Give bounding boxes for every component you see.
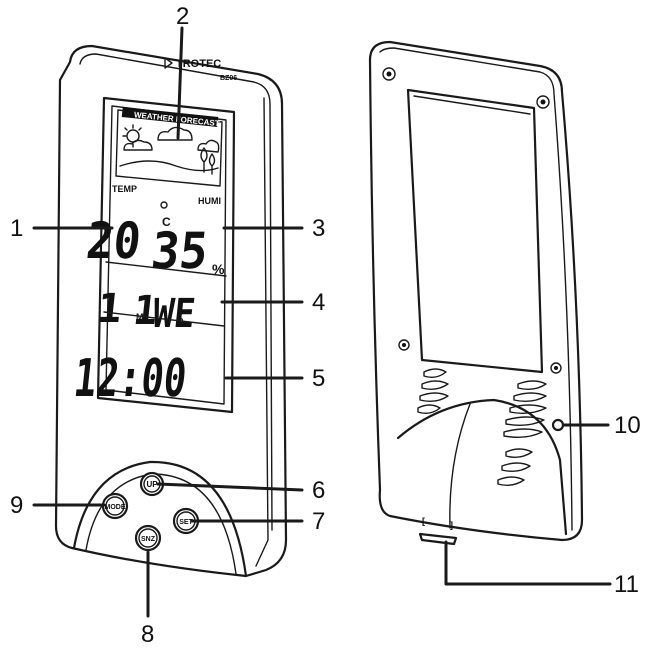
back-view: [ ] [368, 40, 584, 546]
vent-slots-left [417, 368, 449, 415]
lcd-divider-2 [103, 311, 225, 327]
temp-label: TEMP [112, 184, 137, 194]
battery-cover [396, 398, 568, 536]
back-window-inner [413, 95, 531, 115]
time-value: 12:00 [71, 349, 189, 409]
date-row: 1 M 1 D WE [95, 286, 197, 337]
back-window [406, 88, 544, 374]
cloud-icon-middle [157, 126, 193, 141]
callout-number-8: 8 [141, 621, 154, 648]
hills-icon [119, 160, 219, 172]
back-body-edge [379, 47, 573, 531]
cloud-icon-left [123, 139, 153, 151]
lcd-frame [96, 96, 236, 414]
month-value: 1 [95, 286, 124, 332]
callout-number-3: 3 [312, 215, 325, 242]
brand-name: TROTEC [176, 58, 221, 70]
degree-symbol [160, 201, 168, 209]
battery-mark-right: ] [450, 520, 453, 530]
front-body-outline [54, 44, 288, 578]
battery-mark-left: [ [422, 516, 425, 526]
callout-numbers: 2 1 3 4 5 6 7 8 9 10 11 [10, 3, 641, 648]
weather-forecast-panel: WEATHER FORECAST [115, 107, 223, 187]
snz-button[interactable]: SNZ [134, 524, 162, 552]
screw-hole-top-right [536, 95, 550, 109]
callout-line-2 [176, 26, 184, 140]
lcd-divider-1 [105, 261, 227, 277]
back-body-outline [368, 40, 584, 542]
screw-hole-bottom-left [398, 339, 410, 351]
callout-line-11 [444, 540, 612, 586]
callout-number-7: 7 [312, 508, 325, 535]
callout-number-10: 10 [614, 412, 641, 439]
snz-button-label: SNZ [141, 536, 156, 543]
callout-number-5: 5 [312, 365, 325, 392]
front-side-edge [255, 97, 269, 567]
temperature-unit: C [162, 215, 171, 229]
callout-number-11: 11 [614, 571, 639, 598]
temperature-value: 20 [84, 211, 144, 270]
brand-logo: TROTEC BZ06 [164, 57, 237, 82]
screw-hole-bottom-right [550, 362, 562, 374]
cloud-icon-right [197, 139, 220, 153]
screw-hole-top-left [382, 67, 396, 81]
weather-label: WEATHER [134, 110, 175, 123]
humi-label: HUMI [198, 196, 221, 206]
sensor-opening [551, 418, 565, 432]
mode-button[interactable]: MODE [101, 492, 129, 520]
callout-number-6: 6 [312, 477, 325, 504]
callout-number-2: 2 [176, 3, 189, 30]
day-value: 1 [131, 288, 160, 334]
tree-icon [200, 147, 216, 175]
callout-number-4: 4 [312, 289, 325, 316]
model-name: BZ06 [220, 75, 237, 82]
humidity-unit: % [212, 261, 225, 277]
up-button-label: UP [146, 480, 158, 489]
vent-slots-right [497, 380, 547, 487]
callout-lines [32, 26, 612, 618]
front-body-inner [79, 53, 273, 531]
callout-number-1: 1 [10, 215, 23, 242]
front-view: TROTEC BZ06 WEATHER FORECAST [54, 44, 288, 578]
mode-button-label: MODE [105, 504, 126, 511]
callout-line-6 [156, 482, 304, 492]
set-button-label: SET [179, 519, 193, 526]
weekday-value: WE [151, 291, 198, 337]
battery-compartment: [ ] [418, 516, 458, 546]
month-unit: M [136, 312, 144, 322]
battery-cover-ridge [449, 403, 471, 529]
callout-number-9: 9 [10, 492, 23, 519]
